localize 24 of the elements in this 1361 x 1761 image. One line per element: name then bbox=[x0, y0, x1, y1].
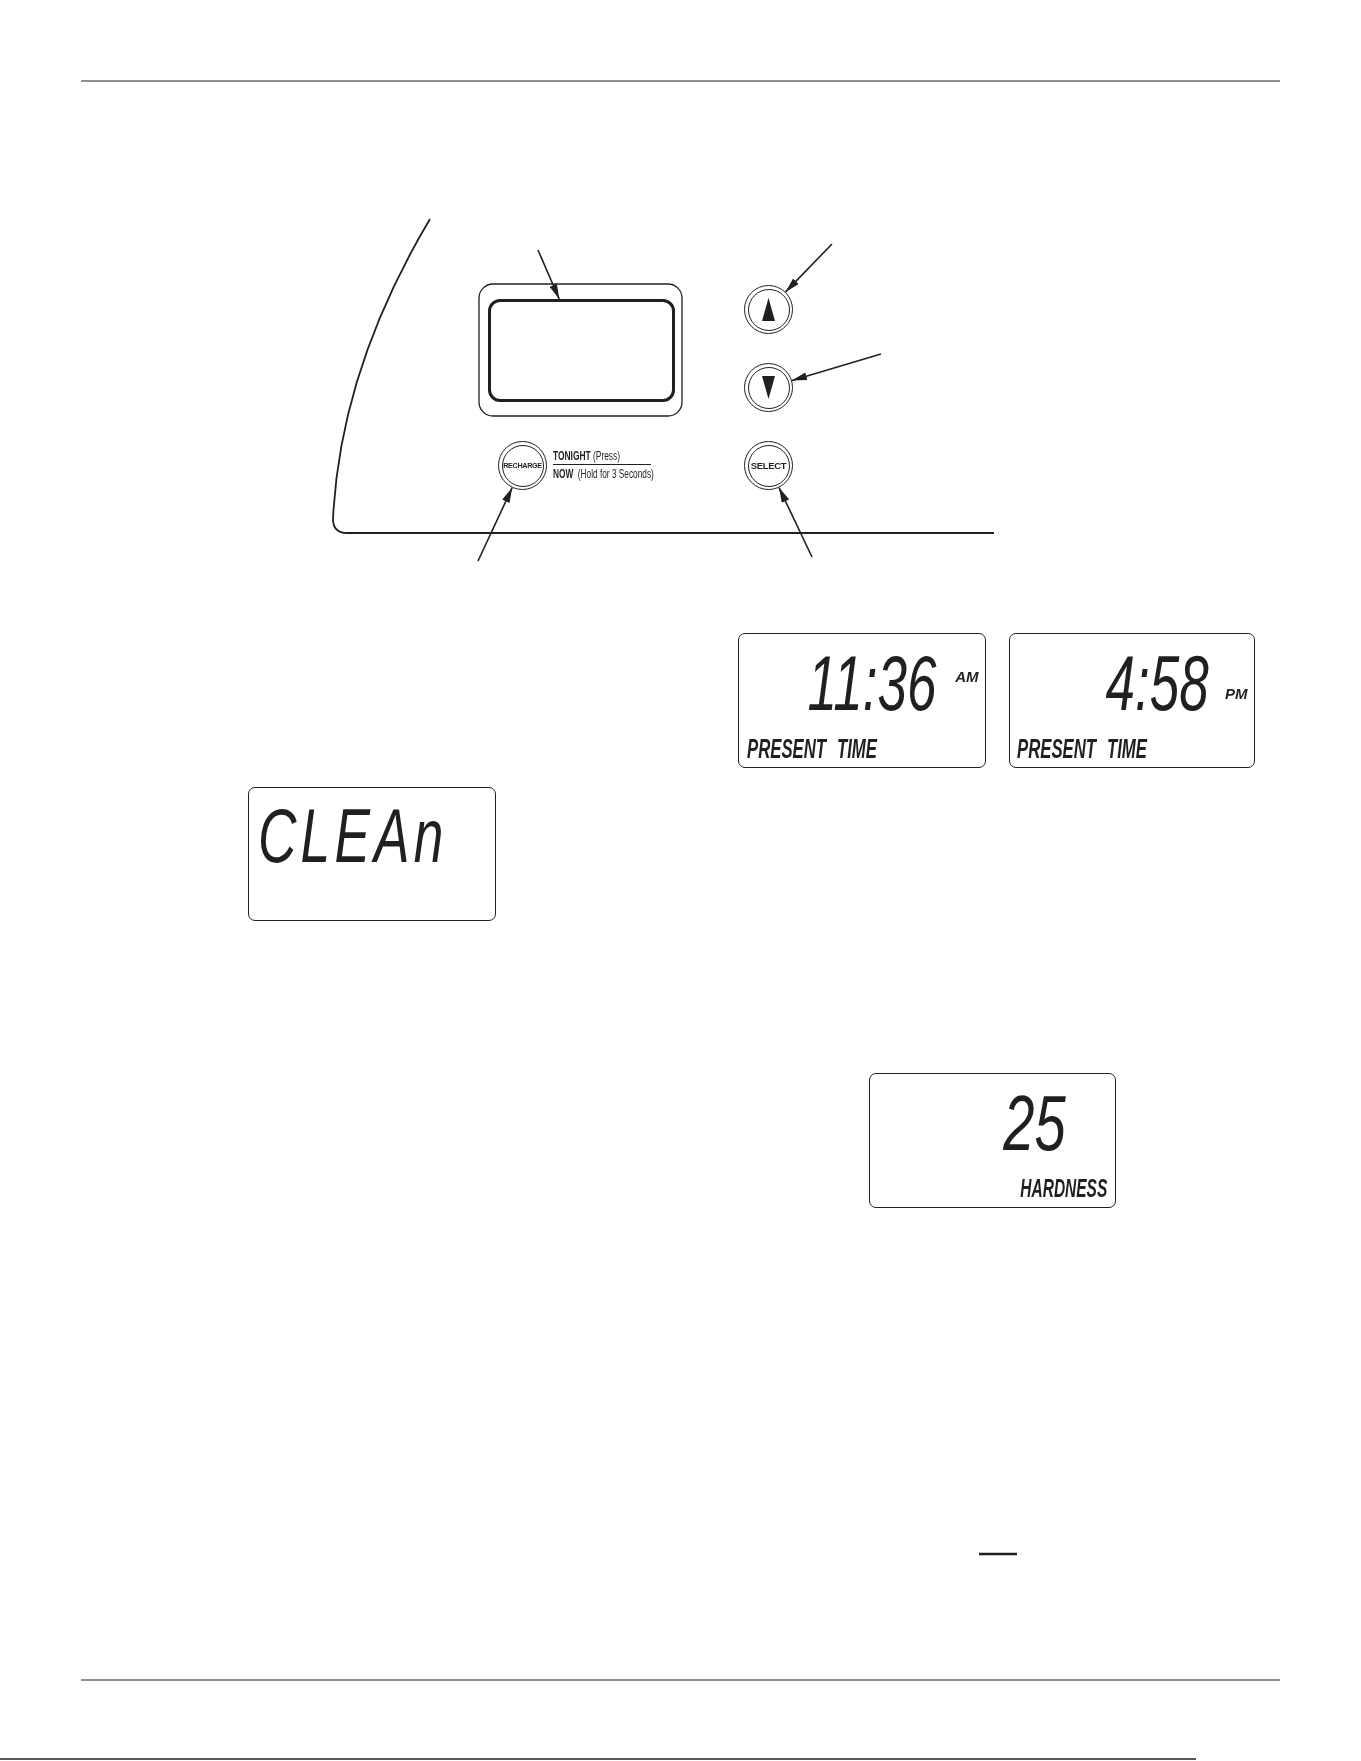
leader-arrow bbox=[477, 486, 513, 562]
display-caption: PRESENT TIME bbox=[746, 736, 877, 763]
leader-arrow bbox=[784, 243, 833, 293]
display-caption: HARDNESS bbox=[1020, 1176, 1108, 1202]
leader-arrow bbox=[537, 249, 560, 300]
lcd-display bbox=[248, 787, 496, 921]
display-caption: PRESENT TIME bbox=[1016, 736, 1147, 763]
leader-arrow bbox=[778, 486, 813, 558]
lcd-digits: 4:58 bbox=[1105, 644, 1209, 723]
lcd-digits: 25 bbox=[1003, 1084, 1066, 1163]
instruction-text: TONIGHT (Press) bbox=[553, 450, 621, 463]
instruction-text: NOW (Hold for 3 Seconds) bbox=[553, 468, 654, 481]
leader-arrow bbox=[791, 353, 882, 382]
lcd-digits: 11:36 bbox=[807, 644, 937, 723]
lcd-display bbox=[1009, 633, 1255, 768]
lcd-display bbox=[738, 633, 986, 768]
am-pm-indicator: AM bbox=[955, 668, 979, 684]
display-screen bbox=[488, 299, 675, 402]
down-button bbox=[744, 363, 793, 412]
select-button: SELECT bbox=[744, 441, 793, 490]
up-button bbox=[744, 285, 793, 334]
lcd-digits: CLEAn bbox=[257, 797, 448, 874]
lcd-display bbox=[869, 1073, 1116, 1208]
am-pm-indicator: PM bbox=[1225, 685, 1248, 701]
